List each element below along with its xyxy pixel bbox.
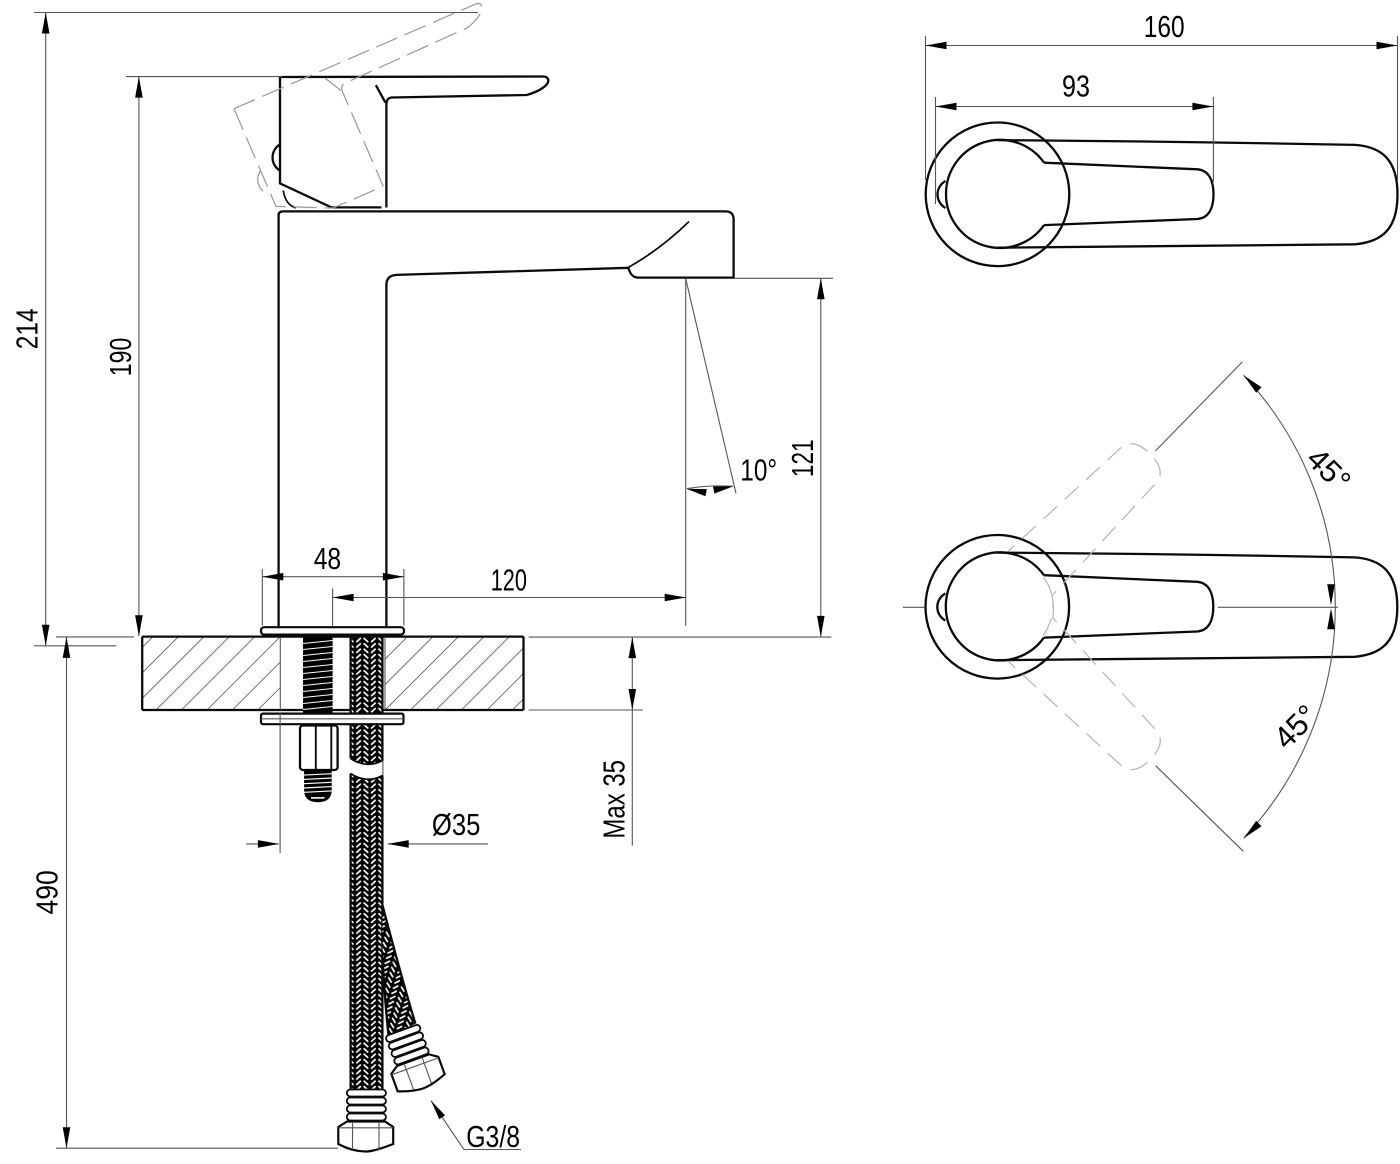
svg-text:Max 35: Max 35	[596, 760, 631, 839]
svg-text:120: 120	[491, 563, 527, 598]
svg-text:190: 190	[103, 338, 138, 377]
svg-text:121: 121	[785, 439, 820, 477]
svg-text:10°: 10°	[740, 453, 777, 488]
svg-text:214: 214	[9, 308, 44, 349]
svg-text:93: 93	[1062, 69, 1090, 104]
svg-text:160: 160	[1144, 9, 1185, 44]
svg-text:48: 48	[314, 541, 341, 576]
svg-text:Ø35: Ø35	[432, 807, 481, 842]
svg-text:G3/8: G3/8	[466, 1119, 520, 1154]
svg-text:490: 490	[30, 870, 65, 914]
